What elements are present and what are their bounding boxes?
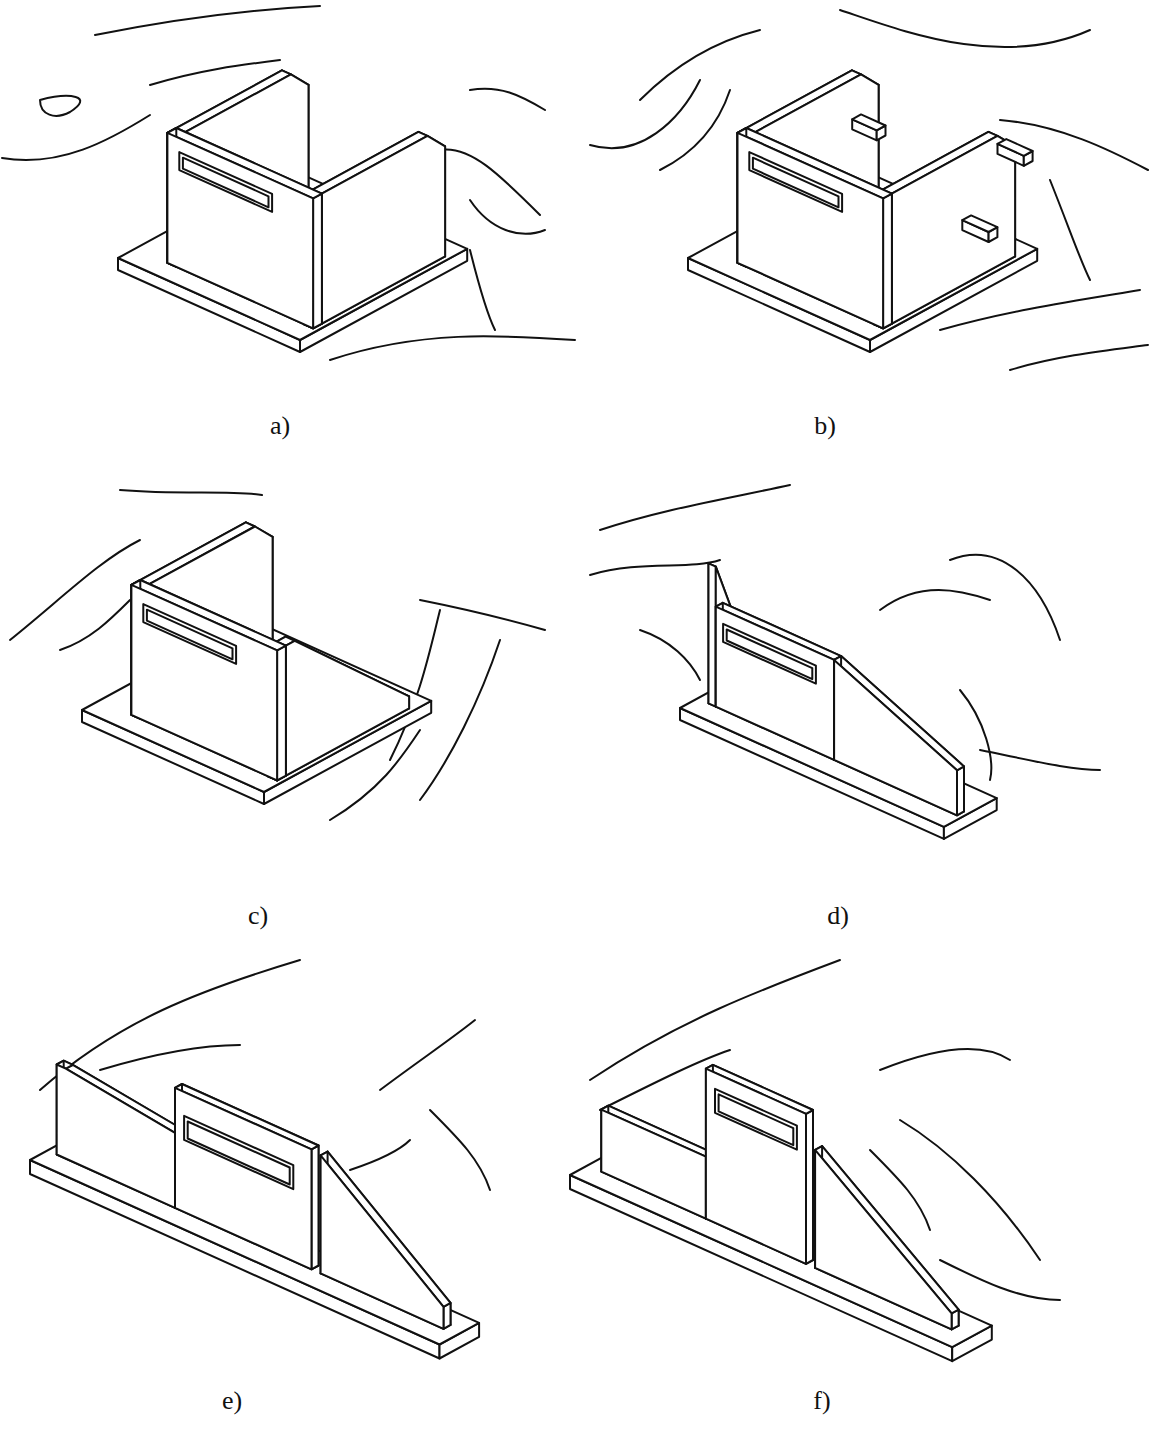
- wall-edge: [806, 1110, 813, 1264]
- wall-face: [321, 1155, 444, 1328]
- panel-label: d): [827, 900, 849, 931]
- hand-outline: [2, 115, 150, 160]
- slot: [143, 604, 236, 664]
- hand-outline: [840, 10, 1090, 47]
- slot: [184, 1116, 293, 1189]
- hand-outline: [1010, 345, 1148, 370]
- hand-outline: [900, 1120, 1040, 1260]
- hand-outline: [350, 1140, 410, 1170]
- hand-outline: [380, 1020, 475, 1090]
- hand-outline: [440, 149, 540, 215]
- wall-face: [277, 641, 409, 781]
- hand-outline: [980, 750, 1100, 770]
- hand-outline: [660, 90, 730, 170]
- wall-face: [706, 1069, 806, 1264]
- hand-outline: [590, 80, 700, 148]
- hand-outline: [120, 490, 262, 495]
- hand-outline: [420, 640, 500, 800]
- hand-outline: [95, 6, 320, 35]
- panel-label: e): [222, 1385, 242, 1416]
- slot: [749, 152, 842, 212]
- hand-outline: [470, 89, 545, 110]
- hand-outline: [940, 1260, 1060, 1300]
- plate-face: [998, 139, 1033, 156]
- wall-face: [883, 136, 1015, 328]
- panel-a: [2, 6, 575, 360]
- wall-edge: [312, 1146, 319, 1270]
- hand-outline: [640, 30, 760, 100]
- wall-edge: [313, 194, 322, 329]
- panel-label: c): [248, 900, 268, 931]
- slot-groove: [719, 1094, 794, 1145]
- wall-face: [57, 1065, 175, 1208]
- panel-c: [10, 490, 545, 820]
- wall-face: [167, 133, 313, 328]
- slot-groove: [183, 158, 269, 208]
- hand-outline: [590, 560, 720, 575]
- wall-edge: [709, 563, 716, 706]
- hand-outline: [10, 540, 140, 640]
- hand-outline: [470, 200, 545, 234]
- slot-groove: [147, 610, 233, 660]
- hand-outline: [100, 1045, 240, 1070]
- hand-outline: [40, 96, 80, 116]
- slot-groove: [727, 630, 813, 680]
- plate-face: [962, 215, 997, 232]
- panel-f: [570, 960, 1060, 1361]
- wall-face: [815, 1150, 952, 1330]
- wall-face: [131, 585, 277, 781]
- hand-outline: [880, 590, 990, 610]
- plate-face: [852, 114, 885, 130]
- wall-face: [601, 1110, 706, 1219]
- panel-d: [590, 485, 1100, 839]
- slot-groove: [188, 1122, 290, 1185]
- wall-edge: [883, 194, 892, 329]
- wall-face: [175, 1088, 312, 1270]
- hand-outline: [470, 250, 495, 330]
- wall-face: [834, 660, 957, 815]
- panel-e: [30, 960, 490, 1359]
- panel-label: b): [814, 410, 836, 441]
- panel-label: a): [270, 410, 290, 441]
- hand-outline: [880, 1049, 1010, 1070]
- hand-outline: [950, 555, 1060, 640]
- panel-b: [590, 10, 1148, 370]
- wall-face: [738, 133, 884, 328]
- hand-outline: [60, 600, 130, 650]
- wall-edge: [957, 766, 964, 815]
- slot-groove: [753, 158, 839, 208]
- wall-face: [313, 136, 445, 328]
- panel-label: f): [813, 1385, 830, 1416]
- hand-outline: [330, 336, 575, 360]
- slot: [723, 624, 816, 684]
- hand-outline: [600, 485, 790, 530]
- hand-outline: [1050, 180, 1090, 280]
- wall-edge: [277, 646, 286, 781]
- hand-outline: [590, 960, 840, 1080]
- wall-face: [716, 607, 834, 760]
- slot: [715, 1089, 797, 1150]
- slot: [179, 152, 272, 212]
- hand-outline: [640, 630, 700, 680]
- hand-outline: [430, 1110, 490, 1190]
